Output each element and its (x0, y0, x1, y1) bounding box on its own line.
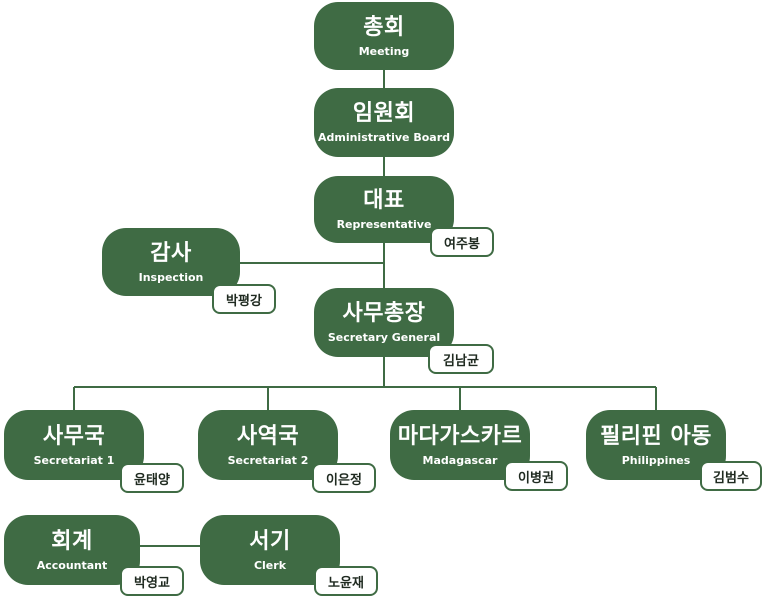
node-subtitle: Representative (336, 218, 432, 231)
node-subtitle: Philippines (621, 453, 691, 467)
node-subtitle: Meeting (358, 44, 410, 58)
node-title: 마다가스카르 (397, 423, 523, 449)
node-title: 서기 (249, 528, 291, 554)
node-accountant: 회계 Accountant (4, 515, 140, 585)
node-title: 회계 (51, 528, 93, 554)
node-title: 임원회 (352, 101, 416, 126)
node-title: 사무총장 (342, 301, 426, 326)
node-subtitle: Secretariat 2 (227, 453, 309, 467)
node-title: 감사 (150, 240, 192, 266)
node-subtitle: Secretariat 1 (33, 453, 115, 467)
node-subtitle: Clerk (253, 558, 287, 572)
person-tag-representative: 여주봉 (430, 227, 494, 257)
node-subtitle: Inspection (138, 270, 204, 284)
person-tag-inspection: 박평강 (212, 284, 276, 314)
person-tag-madagascar: 이병권 (504, 461, 568, 491)
node-title: 사무국 (42, 423, 106, 449)
node-subtitle: Secretary General (327, 331, 441, 344)
node-title: 대표 (363, 188, 405, 213)
person-tag-philippines: 김범수 (700, 461, 762, 491)
person-tag-accountant: 박영교 (120, 566, 184, 596)
node-title: 총회 (363, 14, 405, 40)
node-secretary-general: 사무총장 Secretary General (314, 288, 454, 357)
person-tag-secretariat-1: 윤태양 (120, 463, 184, 493)
person-tag-secretariat-2: 이은정 (312, 463, 376, 493)
node-title: 사역국 (236, 423, 300, 449)
node-meeting: 총회 Meeting (314, 2, 454, 70)
node-subtitle: Accountant (36, 558, 108, 572)
node-subtitle: Administrative Board (317, 131, 451, 144)
node-title: 필리핀 아동 (600, 423, 712, 449)
person-tag-clerk: 노윤재 (314, 566, 378, 596)
node-administrative-board: 임원회 Administrative Board (314, 88, 454, 157)
person-tag-secretary-general: 김남균 (428, 344, 494, 374)
node-subtitle: Madagascar (422, 453, 498, 467)
